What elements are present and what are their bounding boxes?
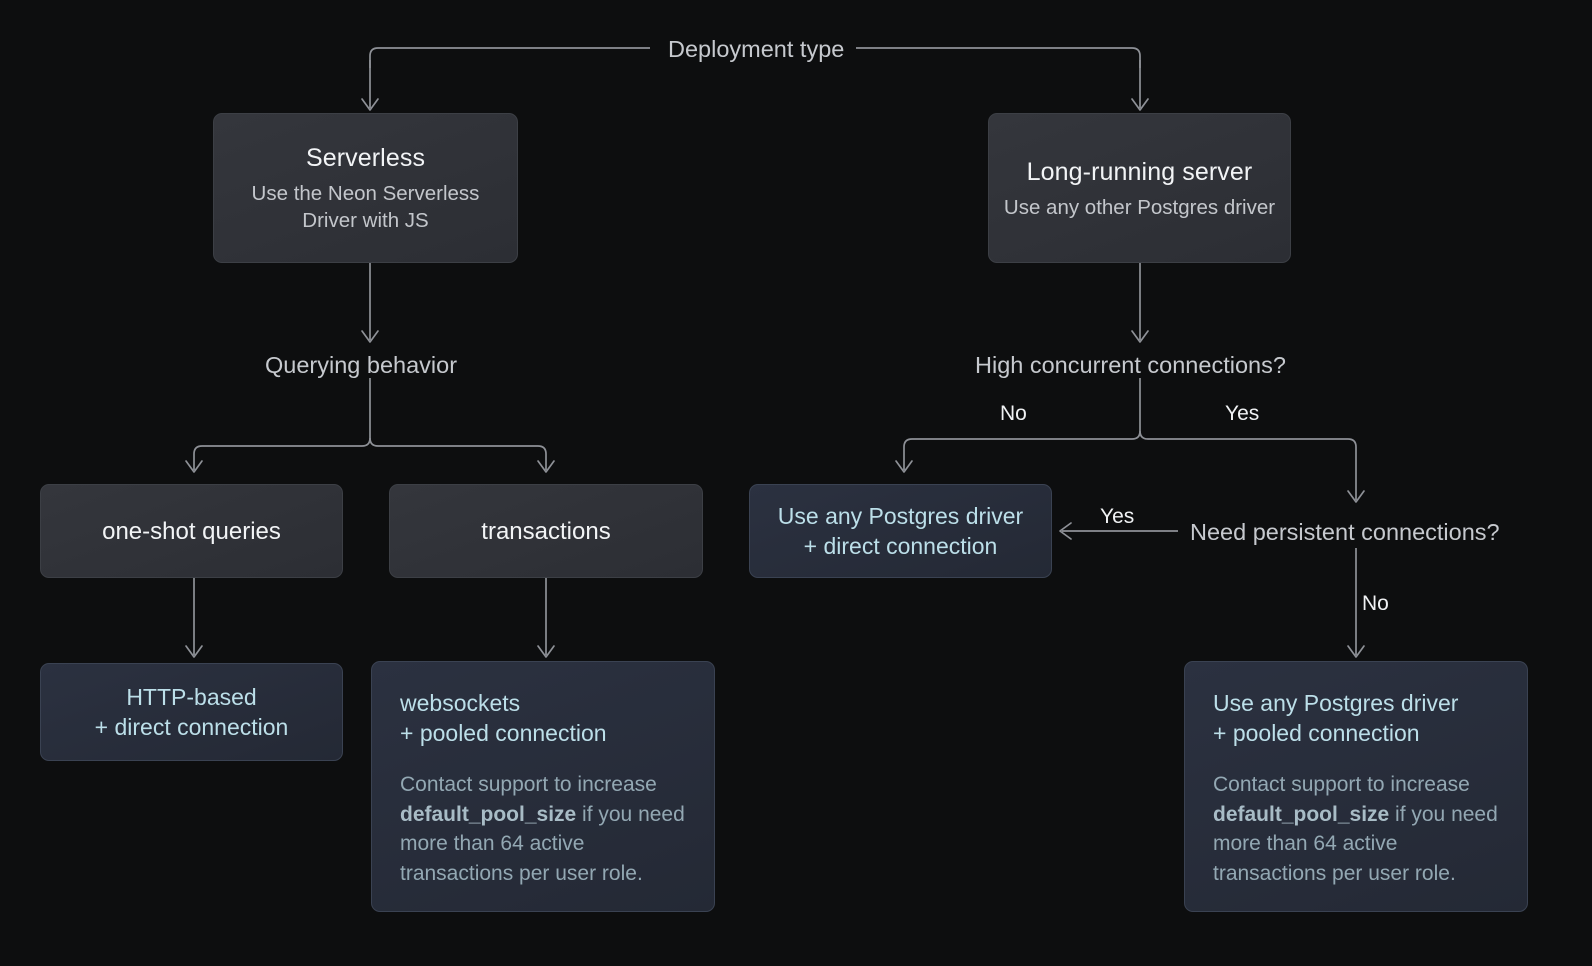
node-long-running-server[interactable]: Long-running server Use any other Postgr…: [988, 113, 1291, 263]
node-serverless[interactable]: Serverless Use the Neon Serverless Drive…: [213, 113, 518, 263]
edge-top-right: [855, 47, 1141, 68]
node-pooled-connection-line1: Use any Postgres driver: [1213, 690, 1459, 716]
arrowhead-concurrent: [1131, 330, 1149, 343]
arrowhead-longrunning: [1131, 98, 1149, 111]
arrowhead-concurrent-no: [895, 460, 913, 473]
node-websockets-note-after: if you need more than 64 active transact…: [400, 802, 685, 885]
node-http-based[interactable]: HTTP-based + direct connection: [40, 663, 343, 761]
node-direct-connection-line2: + direct connection: [803, 533, 998, 559]
node-websockets-note: Contact support to increase default_pool…: [400, 770, 686, 888]
diagram-title: Deployment type: [656, 35, 857, 63]
node-pooled-connection[interactable]: Use any Postgres driver + pooled connect…: [1184, 661, 1528, 912]
edge-label-persistent-yes: Yes: [1100, 505, 1135, 528]
edge-label-concurrent-no: No: [1000, 402, 1027, 425]
node-websockets-note-code: default_pool_size: [400, 802, 577, 826]
decision-high-concurrent-connections: High concurrent connections?: [975, 352, 1286, 378]
node-websockets-line1: websockets: [400, 690, 521, 716]
edge-querying-transactions: [369, 437, 547, 470]
node-pooled-connection-note-before: Contact support to increase: [1213, 773, 1470, 796]
arrowhead-websockets: [537, 645, 555, 658]
arrowhead-http: [185, 645, 203, 658]
arrowhead-serverless: [361, 98, 379, 111]
decision-need-persistent-connections: Need persistent connections?: [1190, 519, 1500, 545]
node-transactions-label: transactions: [481, 517, 611, 545]
arrowhead-querying: [361, 330, 379, 343]
node-serverless-subtitle: Use the Neon Serverless Driver with JS: [251, 182, 480, 232]
arrowhead-transactions: [537, 460, 555, 473]
node-one-shot-label: one-shot queries: [102, 517, 281, 545]
node-pooled-connection-note-after: if you need more than 64 active transact…: [1213, 802, 1498, 885]
node-websockets[interactable]: websockets + pooled connection Contact s…: [371, 661, 715, 912]
node-http-based-line1: HTTP-based: [126, 684, 257, 710]
node-pooled-connection-note: Contact support to increase default_pool…: [1213, 770, 1499, 888]
node-transactions[interactable]: transactions: [389, 484, 703, 578]
node-http-based-line2: + direct connection: [94, 714, 289, 740]
arrowhead-oneshot: [185, 460, 203, 473]
edge-label-persistent-no: No: [1362, 592, 1389, 615]
node-one-shot-queries[interactable]: one-shot queries: [40, 484, 343, 578]
node-pooled-connection-line2: + pooled connection: [1213, 720, 1420, 746]
edge-label-concurrent-yes: Yes: [1225, 402, 1260, 425]
node-direct-connection[interactable]: Use any Postgres driver + direct connect…: [749, 484, 1052, 578]
node-websockets-note-before: Contact support to increase: [400, 773, 657, 796]
arrowhead-concurrent-yes: [1347, 490, 1365, 503]
node-long-running-title: Long-running server: [1026, 157, 1253, 186]
node-websockets-line2: + pooled connection: [400, 720, 607, 746]
arrowhead-persistent-no: [1347, 645, 1365, 658]
node-long-running-subtitle: Use any other Postgres driver: [1003, 195, 1276, 219]
arrowhead-persistent-yes: [1059, 522, 1072, 540]
node-serverless-title: Serverless: [305, 144, 426, 172]
edge-querying-oneshot: [193, 378, 371, 470]
node-direct-connection-line1: Use any Postgres driver: [777, 503, 1024, 529]
decision-querying-behavior: Querying behavior: [265, 352, 458, 378]
node-pooled-connection-note-code: default_pool_size: [1213, 802, 1390, 826]
edge-concurrent-yes: [1139, 430, 1357, 500]
edge-top-left: [369, 47, 650, 68]
